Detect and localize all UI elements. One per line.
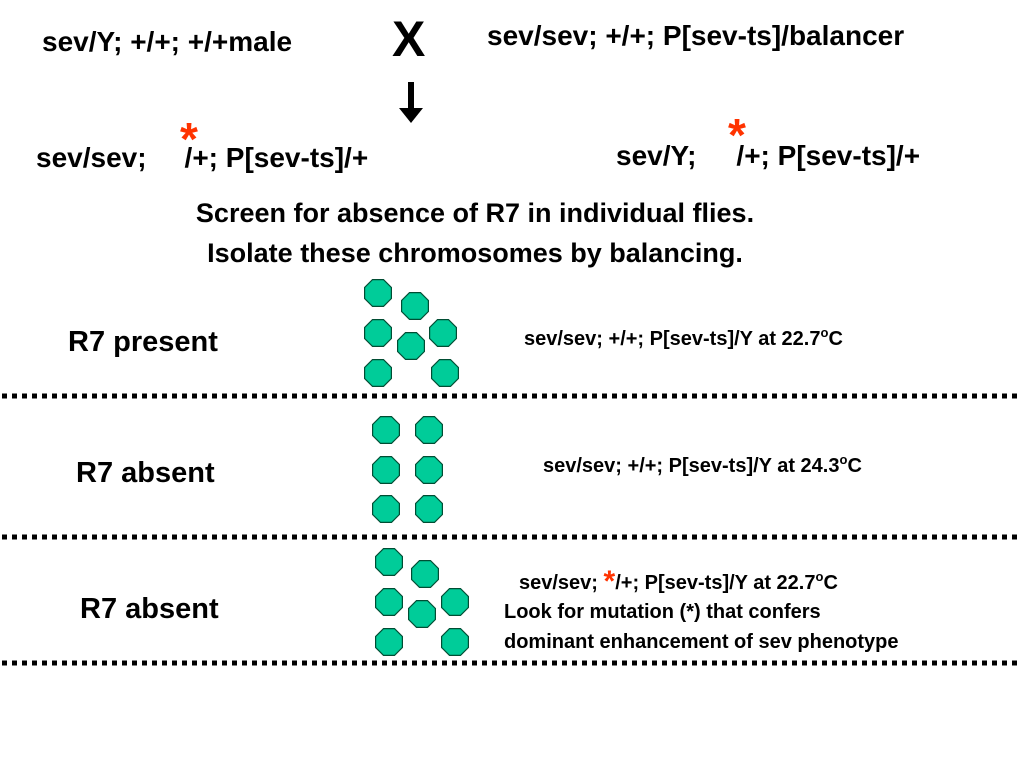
- row-3-degree: o: [815, 569, 824, 584]
- photoreceptor-cell: [441, 627, 469, 657]
- row-1-genotype: sev/sev; +/+; P[sev-ts]/Y at 22.7oC: [524, 325, 843, 351]
- photoreceptor-cell: [364, 319, 392, 347]
- cross-symbol: X: [392, 11, 426, 67]
- mutation-note-line-2: dominant enhancement of sev phenotype: [504, 631, 899, 653]
- row-2-unit: C: [847, 455, 862, 477]
- row-3-genotype: sev/sev; */+; P[sev-ts]/Y at 22.7oC: [519, 563, 838, 598]
- photoreceptor-cell: [372, 456, 400, 484]
- photoreceptor-cell: [372, 495, 400, 524]
- row-2-degree: o: [839, 452, 848, 467]
- mutation-note-line-1: Look for mutation (*) that confers: [504, 601, 821, 623]
- row-divider-3: [2, 660, 1022, 666]
- photoreceptor-cell: [411, 559, 439, 589]
- progeny-left-part-b: /+; P[sev-ts]/+: [184, 142, 369, 173]
- row-1-degree: o: [820, 325, 829, 340]
- photoreceptor-cell: [415, 456, 443, 484]
- female-progeny-genotype: sev/sev; /+; P[sev-ts]/+: [36, 142, 368, 174]
- row-1-label: R7 present: [68, 326, 218, 358]
- row-divider-1: [2, 393, 1022, 399]
- photoreceptor-cell: [372, 416, 400, 444]
- male-progeny-genotype: sev/Y; /+; P[sev-ts]/+: [616, 140, 920, 172]
- photoreceptor-cell: [415, 416, 443, 444]
- row-3-genotype-prefix: sev/sev;: [519, 572, 604, 594]
- row-2-genotype: sev/sev; +/+; P[sev-ts]/Y at 24.3oC: [543, 452, 862, 478]
- photoreceptor-cell: [431, 359, 459, 387]
- progeny-right-part-b: /+; P[sev-ts]/+: [736, 140, 921, 171]
- row-divider-2: [2, 534, 1022, 540]
- photoreceptor-cell: [375, 587, 403, 617]
- row-3-mutation-star: *: [603, 565, 616, 598]
- row-3-unit: C: [823, 572, 838, 594]
- screen-instruction: Screen for absence of R7 in individual f…: [195, 198, 755, 228]
- row-2-genotype-text: sev/sev; +/+; P[sev-ts]/Y at 24.3: [543, 455, 840, 477]
- row-3-label: R7 absent: [80, 593, 219, 625]
- mutation-star-left: *: [180, 113, 198, 165]
- photoreceptor-cell: [364, 359, 392, 387]
- mutation-star-right: *: [728, 109, 746, 161]
- isolate-instruction: Isolate these chromosomes by balancing.: [207, 238, 743, 268]
- photoreceptor-cell: [415, 495, 443, 524]
- photoreceptor-cell: [375, 547, 403, 577]
- photoreceptor-cell: [401, 292, 429, 320]
- progeny-right-part-a: sev/Y;: [616, 140, 697, 171]
- down-arrow-icon: [399, 82, 423, 123]
- female-parent-genotype: sev/sev; +/+; P[sev-ts]/balancer: [487, 20, 905, 51]
- row-1-genotype-text: sev/sev; +/+; P[sev-ts]/Y at 22.7: [524, 328, 821, 350]
- row-3-genotype-text: /+; P[sev-ts]/Y at 22.7: [615, 572, 816, 594]
- photoreceptor-cell: [364, 279, 392, 307]
- photoreceptor-cell: [397, 332, 425, 360]
- row-2-label: R7 absent: [76, 457, 215, 489]
- photoreceptor-cell: [375, 627, 403, 657]
- male-parent-genotype: sev/Y; +/+; +/+male: [42, 26, 293, 57]
- progeny-left-part-a: sev/sev;: [36, 142, 147, 173]
- photoreceptor-cell: [429, 319, 457, 347]
- photoreceptor-cell: [408, 599, 436, 629]
- row-1-unit: C: [828, 328, 843, 350]
- photoreceptor-cell: [441, 587, 469, 617]
